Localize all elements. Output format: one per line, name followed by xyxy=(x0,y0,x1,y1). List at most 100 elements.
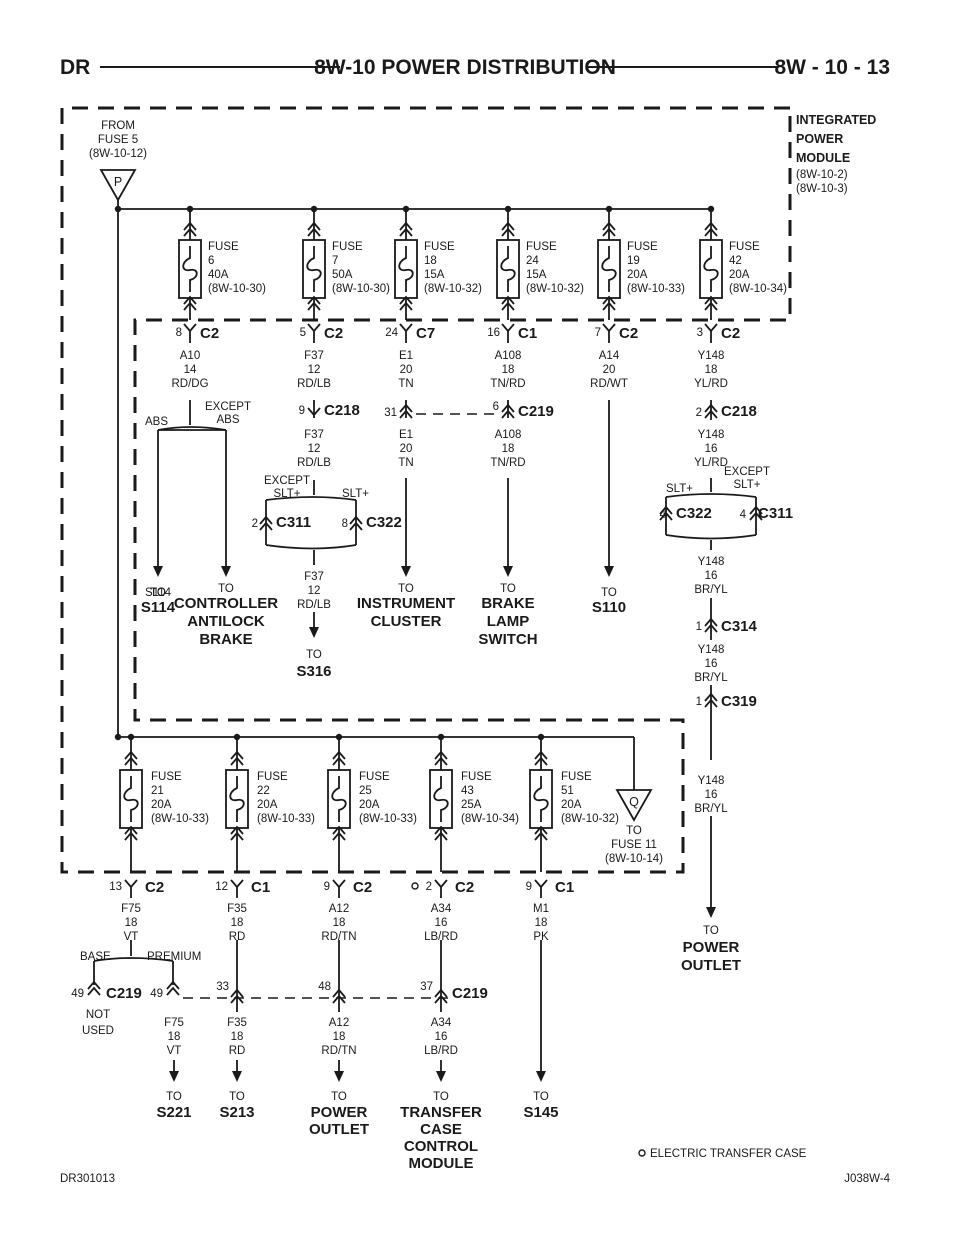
wire-label: 16 xyxy=(705,570,718,582)
fuse-label: (8W-10-30) xyxy=(332,283,390,295)
connector-icon xyxy=(704,323,718,333)
wire-label: RD xyxy=(229,1045,246,1057)
wire-label: F37 xyxy=(304,429,324,441)
source-p-label: (8W-10-12) xyxy=(89,148,147,160)
fuse-element-icon xyxy=(433,776,449,822)
wire-label: BR/YL xyxy=(694,672,728,684)
connector-icon xyxy=(534,879,548,889)
fuse-label: 42 xyxy=(729,255,742,267)
splice-curve xyxy=(265,496,357,501)
wire-label: M1 xyxy=(533,903,549,915)
connector-chevron-icon xyxy=(349,521,363,531)
wire-label: RD/LB xyxy=(297,599,331,611)
connector-name: C319 xyxy=(721,693,757,710)
fuse-element-icon xyxy=(533,776,549,822)
fuse-connector-icon xyxy=(230,750,244,760)
fuse-label: 20A xyxy=(257,799,278,811)
source-q-label: TO xyxy=(626,825,642,837)
option-label: EXCEPT xyxy=(724,466,770,478)
wire-label: 18 xyxy=(333,1031,346,1043)
splice-curve xyxy=(665,493,757,498)
source-q-label: (8W-10-14) xyxy=(605,853,663,865)
fuse-label: 43 xyxy=(461,785,474,797)
arrow-icon xyxy=(604,566,614,577)
dest-to: TO xyxy=(150,587,166,599)
dest-name: ANTILOCK xyxy=(187,613,265,630)
wire-label: 16 xyxy=(705,658,718,670)
wire-label: 18 xyxy=(231,1031,244,1043)
option-label: EXCEPT xyxy=(264,475,310,487)
module-ref: (8W-10-2) xyxy=(796,169,848,181)
wire-label: A34 xyxy=(431,903,452,915)
connector-name: C7 xyxy=(416,325,435,342)
arrow-icon xyxy=(309,627,319,638)
fuse-label: 15A xyxy=(424,269,445,281)
dest-name: CASE xyxy=(420,1121,462,1138)
dest-name: S110 xyxy=(592,599,626,616)
connector-pin: 7 xyxy=(595,327,601,339)
connector-name: C322 xyxy=(366,514,402,531)
wire-label: RD/TN xyxy=(321,931,356,943)
wire-label: F37 xyxy=(304,350,324,362)
fuse-label: FUSE xyxy=(257,771,288,783)
connector-chevron-icon xyxy=(749,505,763,515)
footer-right: J038W-4 xyxy=(844,1173,890,1185)
connector-pin: 2 xyxy=(252,518,258,530)
fuse-connector-icon xyxy=(183,295,197,305)
connector-name: C2 xyxy=(455,879,474,896)
fuse-connector-icon xyxy=(602,221,616,231)
fuse-label: (8W-10-34) xyxy=(461,813,519,825)
wire-label: Y148 xyxy=(698,644,725,656)
connector-chevron-icon xyxy=(349,515,363,525)
connector-pin: 4 xyxy=(660,509,667,521)
connector-pin: 37 xyxy=(420,981,433,993)
option-label: SLT+ xyxy=(274,488,301,500)
wire-label: Y148 xyxy=(698,350,725,362)
fuse-connector-icon xyxy=(332,756,346,766)
fuse-connector-icon xyxy=(602,295,616,305)
connector-name: C219 xyxy=(452,985,488,1002)
fuse-element-icon xyxy=(331,776,347,822)
connector-name: C322 xyxy=(676,505,712,522)
wire-label: F35 xyxy=(227,903,247,915)
wire-label: TN/RD xyxy=(490,378,525,390)
dest-to: TO xyxy=(166,1091,182,1103)
arrow-icon xyxy=(706,907,716,918)
wire-label: F75 xyxy=(164,1017,184,1029)
connector-chevron-icon xyxy=(332,994,346,1004)
dest-to: TO xyxy=(229,1091,245,1103)
fuse-connector-icon xyxy=(399,227,413,237)
fuse-label: 25A xyxy=(461,799,482,811)
connector-name: C219 xyxy=(518,403,554,420)
connector-icon xyxy=(501,323,515,333)
connector-chevron-icon xyxy=(259,515,273,525)
fuse-connector-icon xyxy=(602,227,616,237)
wire-label: A12 xyxy=(329,1017,349,1029)
connector-name: C2 xyxy=(619,325,638,342)
connector-chevron-icon xyxy=(704,617,718,627)
connector-pin: 24 xyxy=(385,327,398,339)
wire-label: 16 xyxy=(435,1031,448,1043)
wire-label: E1 xyxy=(399,429,413,441)
fuse-label: (8W-10-33) xyxy=(359,813,417,825)
fuse-connector-icon xyxy=(434,831,448,841)
wire-label: LB/RD xyxy=(424,931,458,943)
connector-chevron-icon xyxy=(87,980,101,990)
wire-label: 14 xyxy=(184,364,197,376)
connector-chevron-icon xyxy=(501,409,515,419)
wire-label: F75 xyxy=(121,903,141,915)
dest-to: TO xyxy=(433,1091,449,1103)
fuse-connector-icon xyxy=(230,831,244,841)
dest-name: LAMP xyxy=(487,613,530,630)
wire-label: RD/LB xyxy=(297,457,331,469)
fuse-connector-icon xyxy=(183,227,197,237)
wire-label: TN xyxy=(398,457,413,469)
connector-name: C219 xyxy=(106,985,142,1002)
wire-label: E1 xyxy=(399,350,413,362)
wire-label: TN xyxy=(398,378,413,390)
wire-label: RD/DG xyxy=(171,378,208,390)
connector-name: C314 xyxy=(721,618,758,635)
dest-name: CLUSTER xyxy=(371,613,442,630)
fuse-element-icon xyxy=(500,246,516,292)
